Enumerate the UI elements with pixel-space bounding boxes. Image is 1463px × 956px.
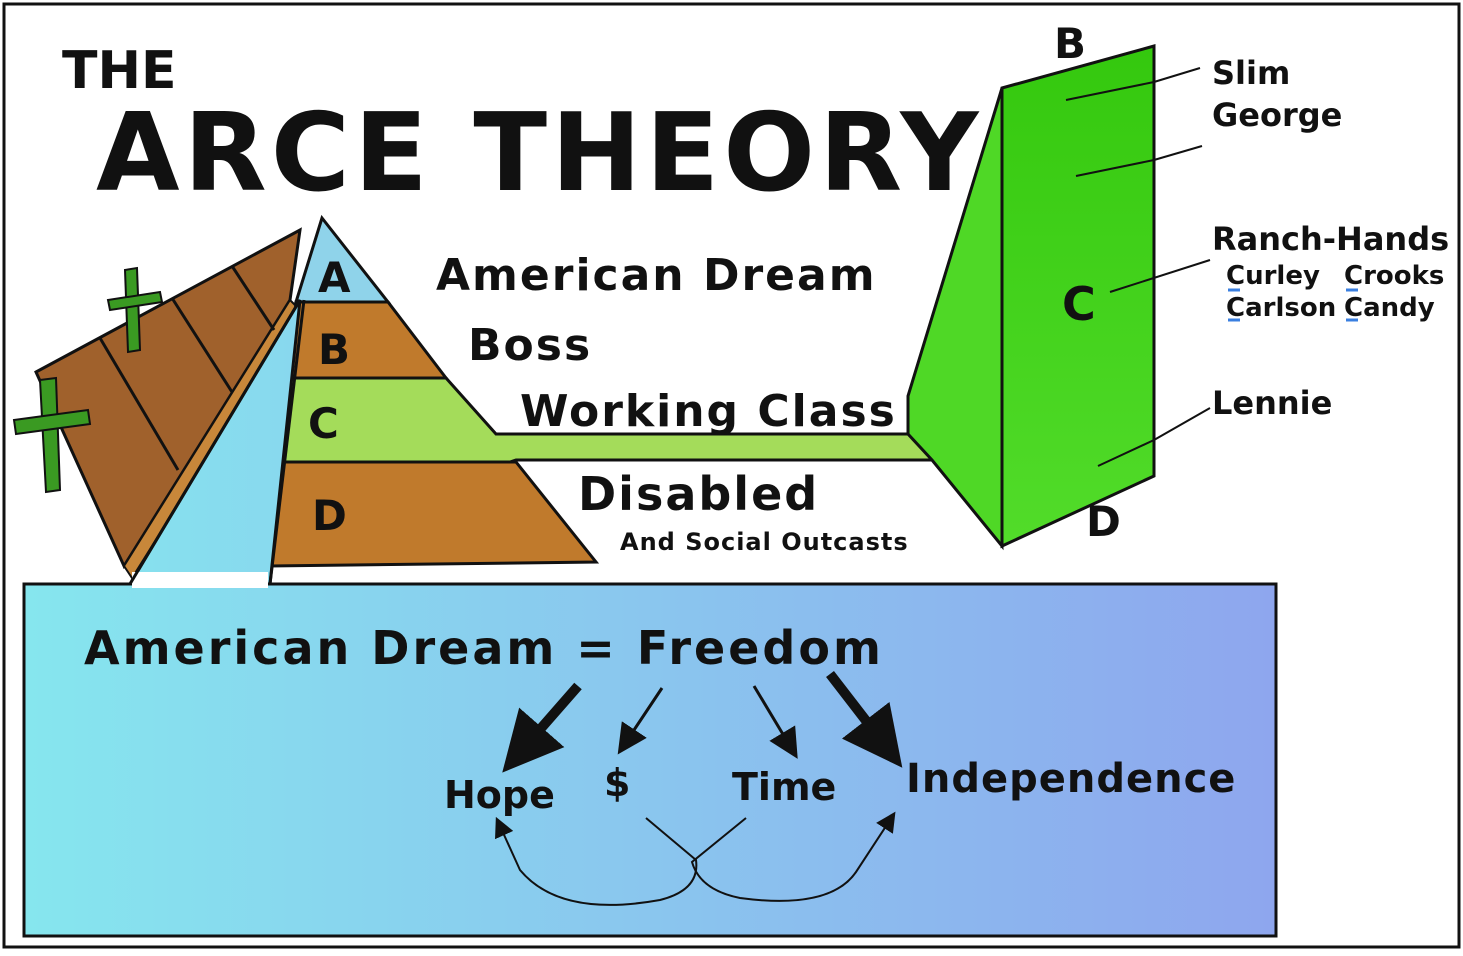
arrow-to-independence	[826, 670, 903, 768]
label-curley: Curley	[1226, 261, 1320, 291]
leader-line	[1153, 145, 1203, 161]
leader-line	[1109, 259, 1211, 293]
label-candy: Candy	[1344, 293, 1435, 323]
level-label-d: Disabled	[578, 467, 819, 521]
leader-line	[1153, 407, 1211, 441]
level-letter-c: C	[308, 399, 339, 448]
level-letter-a: A	[318, 253, 351, 302]
dream-box	[22, 299, 1278, 938]
green-prism	[906, 44, 1156, 551]
level-label-a: American Dream	[436, 250, 877, 301]
outcome-money: $	[604, 761, 630, 805]
level-letter-d: D	[312, 491, 347, 540]
prism-letter-top: B	[1054, 19, 1086, 68]
label-crooks: Crooks	[1344, 261, 1444, 291]
outcome-hope: Hope	[444, 773, 555, 817]
level-letter-b: B	[318, 325, 350, 374]
pyramid-level-b	[288, 300, 450, 380]
level-sublabel-d: And Social Outcasts	[620, 528, 909, 556]
outcome-independence: Independence	[906, 756, 1236, 802]
equation-text: American Dream = Freedom	[84, 621, 884, 675]
arrow-to-time	[752, 685, 798, 759]
title-main: ARCE THEORY	[96, 91, 982, 216]
label-ranch-hands: Ranch-Hands	[1212, 220, 1449, 258]
pyramid	[268, 214, 938, 568]
arrow-to-money	[617, 687, 664, 755]
level-label-c: Working Class	[520, 386, 897, 437]
level-label-b: Boss	[468, 320, 592, 371]
curved-arrow-time-to-independence	[690, 811, 896, 902]
cactus-icon	[106, 266, 164, 354]
prism-letter-middle: C	[1062, 277, 1096, 331]
label-george: George	[1212, 96, 1342, 134]
curved-arrow-money-to-hope	[495, 816, 698, 906]
label-slim: Slim	[1212, 54, 1290, 92]
arrow-to-hope	[502, 682, 582, 773]
label-lennie: Lennie	[1212, 384, 1332, 422]
outcome-time: Time	[732, 765, 836, 809]
cactus-icon	[12, 376, 92, 494]
title-small: THE	[62, 41, 177, 101]
label-carlson: Carlson	[1226, 293, 1336, 323]
wooden-slope	[34, 227, 302, 580]
prism-letter-bottom: D	[1086, 497, 1121, 546]
leader-line	[1153, 67, 1201, 83]
